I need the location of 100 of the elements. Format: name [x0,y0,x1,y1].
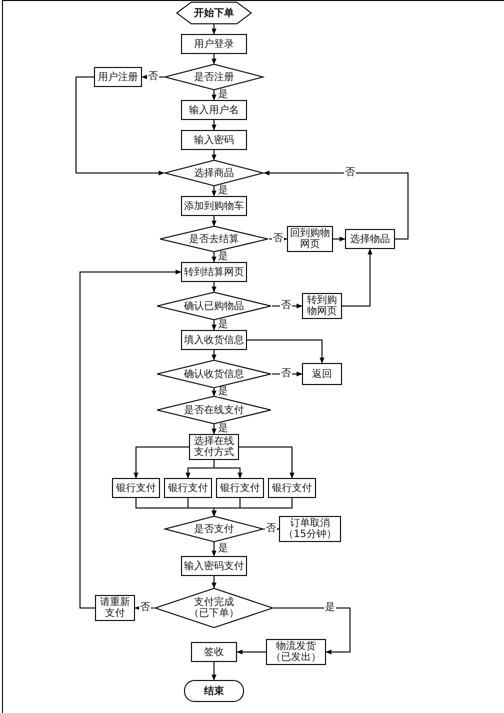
node-label: 物流发货（已发出） [270,641,322,663]
arrow [134,446,190,479]
node-label: 输入密码 [194,134,234,146]
node-label: 选择商品 [194,168,234,178]
node-label: 开始下单 [194,8,234,18]
arrow [212,350,216,361]
arrow [214,460,242,479]
decision-diamond [164,160,264,186]
process-box [268,478,316,498]
node-label: 输入用户名 [189,104,239,116]
edge-label: 是 [217,544,229,554]
start-terminator [176,2,252,24]
process-box [302,293,342,319]
arrow [212,24,216,35]
node-label: 银行支付 [272,482,312,494]
node-label: 支付完成（已下单） [188,597,240,619]
node-label: 确认收货信息 [184,368,244,380]
arrow [212,424,216,435]
process-box [181,556,247,576]
arrow [212,186,216,197]
edge-label: 是 [217,320,229,330]
arrow [212,120,216,131]
node-label: 是否在线支付 [184,404,244,416]
process-box [216,478,264,498]
process-box [95,595,135,621]
decision-diamond [164,64,264,90]
node-label: 选择物品 [350,234,390,244]
arrow [272,304,303,308]
arrow [212,662,216,681]
node-label: 请重新支付 [99,597,131,619]
node-label: 确认已购物品 [184,300,244,312]
node-label: 订单取消（15分钟） [282,518,338,540]
node-label: 填入收货信息 [184,334,244,346]
process-box [302,363,342,385]
arrow [212,90,216,101]
process-box [181,34,247,54]
edge-label: 否 [147,72,159,82]
process-box [181,196,247,216]
edge-label: 是 [217,252,229,262]
process-box [181,130,247,150]
node-label: 是否注册 [194,72,234,82]
arrow [212,576,216,589]
node-label: 银行支付 [220,482,260,494]
node-label: 转到结算网页 [184,266,244,278]
node-label: 是否支付 [194,524,234,534]
decision-diamond [159,226,269,252]
node-label: 结束 [204,686,224,696]
node-label: 转到购物网页 [306,295,338,317]
decision-diamond [164,516,264,542]
node-label: 返回 [312,368,332,380]
process-box [181,100,247,120]
node-label: 银行支付 [116,482,156,494]
edge-label: 否 [344,168,356,178]
arrow [212,388,216,397]
node-label: 回到购物网页 [290,228,330,250]
arrow [212,320,216,331]
arrow [212,542,216,557]
arrow [212,282,216,293]
edge-label: 否 [280,301,292,311]
arrow [332,236,346,242]
arrow [274,608,350,654]
edge-label: 否 [265,524,277,534]
edge-label: 是 [217,186,229,196]
decision-diamond [156,360,272,388]
edge-label: 是 [217,90,229,100]
process-box [94,67,142,87]
arrow [212,498,292,517]
edge-label: 是 [217,424,229,434]
decision-diamond [154,588,274,628]
arrow [80,270,182,608]
arrow [238,446,294,479]
edge-label: 是 [217,387,229,397]
node-label: 银行支付 [168,482,208,494]
arrow [212,150,216,161]
edge-label: 否 [139,603,151,613]
process-box [181,330,247,350]
arrow [212,252,216,263]
node-label: 用户注册 [98,72,138,82]
node-label: 选择在线支付方式 [193,436,235,458]
arrow [263,170,408,240]
process-box [164,478,212,498]
node-label: 是否去结算 [189,234,239,244]
edge-label: 否 [272,234,284,244]
end-terminator [184,680,244,702]
arrow [212,54,216,65]
node-label: 用户登录 [194,38,234,50]
node-label: 输入密码支付 [184,560,244,572]
node-label: 签收 [204,646,224,658]
process-box [181,262,247,282]
arrow [236,650,266,654]
arrow [272,372,303,376]
process-box [266,639,326,665]
arrow [212,216,216,227]
arrow [268,236,288,242]
node-label: 添加到购物车 [184,200,244,212]
decision-diamond [156,396,272,424]
edge-label: 是 [324,603,336,613]
decision-diamond [156,292,272,320]
arrow [134,606,154,610]
arrow [342,248,372,306]
